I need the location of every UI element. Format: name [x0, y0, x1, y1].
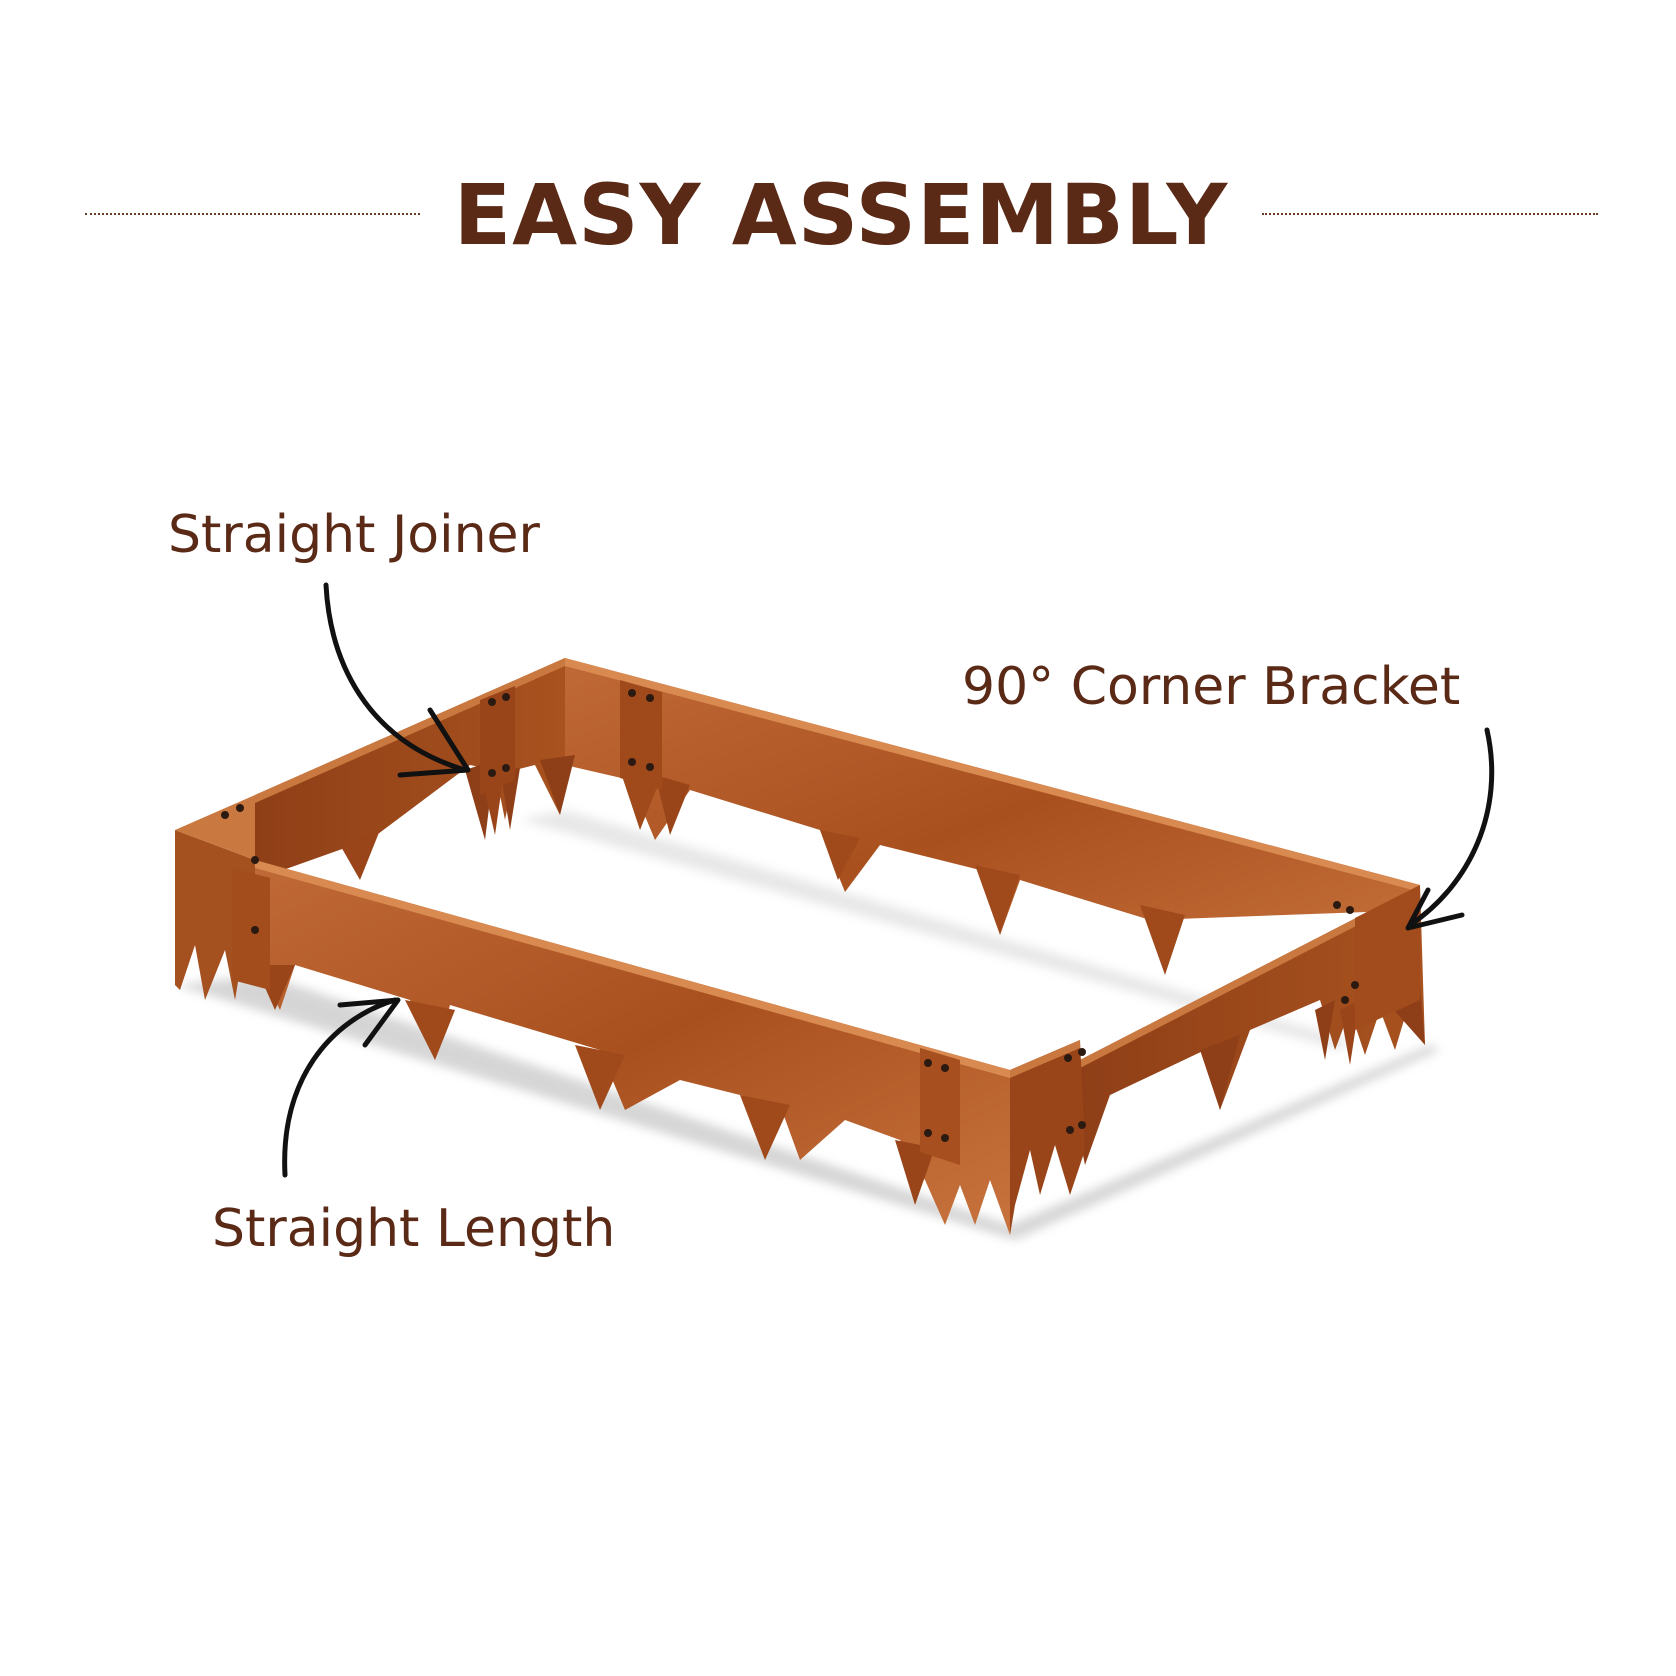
corner-arrow-head	[1405, 887, 1465, 931]
title-divider-left	[85, 213, 420, 215]
length-arrow-shaft	[282, 997, 398, 1178]
straight-joiner-label: Straight Joiner	[168, 505, 540, 565]
page-title: EASY ASSEMBLY	[453, 166, 1229, 264]
front-right-panel	[1010, 1040, 1086, 1235]
joiner-arrow	[323, 582, 471, 778]
title-row: EASY ASSEMBLY	[0, 160, 1676, 270]
length-arrow-head	[337, 997, 401, 1048]
corner-bracket-label: 90° Corner Bracket	[962, 657, 1461, 717]
title-divider-right	[1262, 213, 1598, 215]
joiner-arrow-head	[397, 707, 471, 778]
front-middle-joiner-bracket	[920, 1048, 960, 1165]
joiner-arrow-shaft	[323, 582, 468, 773]
corner-arrow-shaft	[1407, 727, 1495, 928]
corner-arrow	[1405, 727, 1495, 931]
ground-shadow	[175, 810, 1440, 1240]
front-left-rivets	[251, 856, 259, 934]
back-left-panel	[255, 658, 575, 880]
back-joiner-bracket	[480, 686, 515, 795]
front-left-joiner-bracket	[232, 868, 270, 990]
corner-bracket-right	[1333, 885, 1420, 1030]
back-long-joiner-bracket	[620, 680, 662, 790]
straight-length-label: Straight Length	[212, 1199, 616, 1259]
length-arrow	[282, 997, 401, 1178]
